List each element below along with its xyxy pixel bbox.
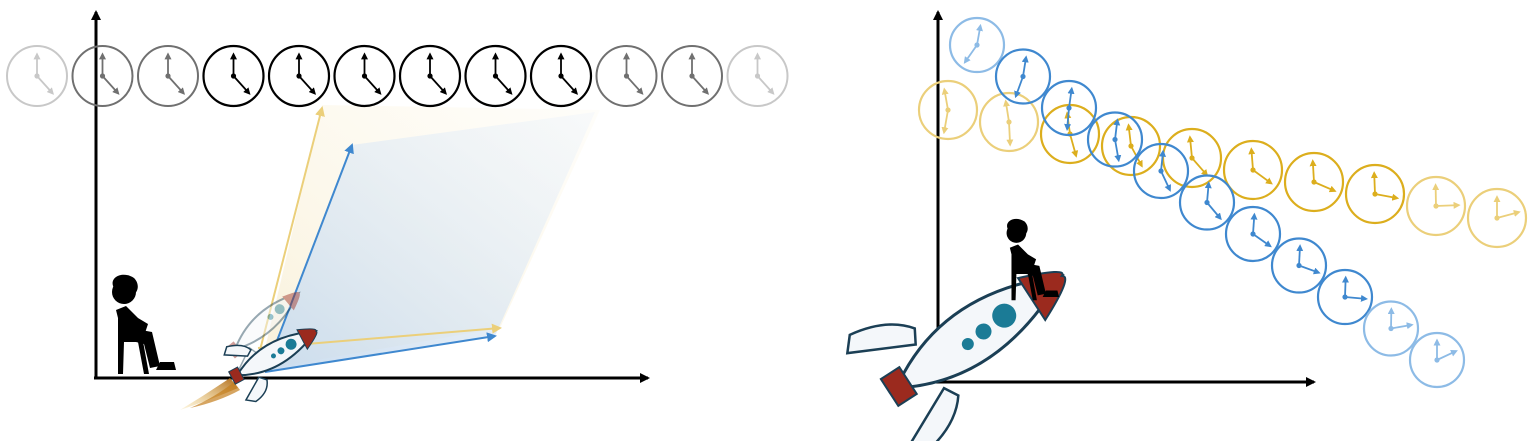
- clock-icon: [978, 91, 1040, 153]
- right-panel: [845, 10, 1528, 441]
- clock-icon: [994, 48, 1052, 105]
- rocket-icon-left: [223, 328, 318, 403]
- blue-clock-series: [948, 16, 1466, 389]
- rocket-flame: [180, 378, 240, 410]
- observer-icon-right: [1006, 218, 1060, 301]
- clock-icon: [333, 44, 396, 108]
- clock-icon: [267, 44, 331, 108]
- clock-icon: [595, 45, 658, 107]
- clock-icon: [1040, 79, 1098, 137]
- clock-row: [6, 44, 789, 108]
- clock-icon: [1466, 187, 1528, 249]
- clock-icon: [1408, 331, 1466, 389]
- clock-icon: [137, 45, 199, 107]
- clock-icon: [1270, 237, 1328, 294]
- blue-light-cone-region: [265, 112, 595, 372]
- clock-icon: [1316, 268, 1374, 326]
- clock-icon: [6, 45, 68, 107]
- clock-icon: [1362, 300, 1420, 357]
- rocket-icon-right: [845, 271, 1067, 441]
- clock-icon: [398, 44, 462, 108]
- gold-time-vector: [257, 106, 325, 359]
- clock-icon: [1283, 151, 1345, 213]
- clock-icon: [917, 79, 979, 141]
- left-panel: [6, 10, 789, 410]
- clock-icon: [1086, 111, 1144, 168]
- clock-icon: [726, 45, 789, 107]
- clock-icon: [202, 44, 265, 108]
- clock-icon: [464, 44, 527, 108]
- clock-icon: [1132, 142, 1190, 200]
- clock-icon: [948, 16, 1006, 74]
- blue-space-vector: [264, 332, 497, 373]
- clock-icon: [1405, 175, 1467, 237]
- gold-clock-series: [917, 79, 1528, 249]
- blue-time-vector: [264, 143, 354, 373]
- clock-icon: [661, 45, 723, 107]
- clock-icon: [1178, 174, 1236, 231]
- clock-icon: [1344, 163, 1406, 225]
- clock-icon: [529, 44, 593, 108]
- clock-icon: [71, 45, 134, 107]
- observer-icon-left: [112, 274, 176, 374]
- clock-icon: [1222, 139, 1284, 201]
- clock-icon: [1161, 127, 1223, 189]
- clock-icon: [1224, 205, 1282, 263]
